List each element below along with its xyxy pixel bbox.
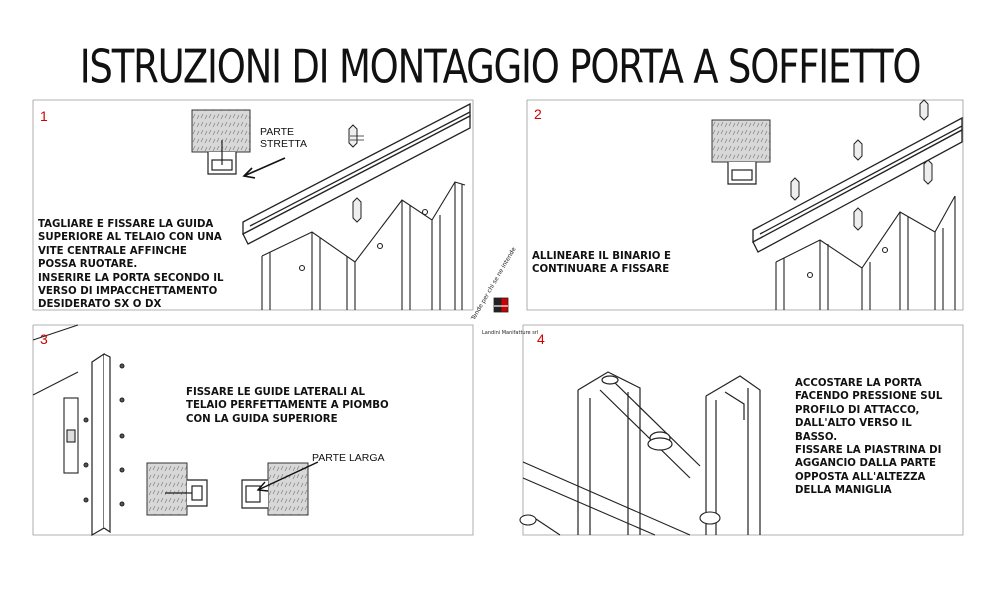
screw-1 <box>348 124 364 148</box>
panel-number-2: 2 <box>534 106 542 122</box>
rail-profile-3b <box>241 479 268 509</box>
wall-edge-3 <box>32 324 79 396</box>
screw-2 <box>352 197 362 223</box>
rail-profile-small-1 <box>207 140 237 175</box>
logo-company: Landini Manifatture srl <box>482 330 539 336</box>
screws-2 <box>790 99 933 231</box>
wood-block-1 <box>191 109 251 153</box>
wood-block-2 <box>711 119 771 163</box>
page-title: ISTRUZIONI DI MONTAGGIO PORTA A SOFFIETT… <box>79 40 922 94</box>
bottom-panel-4 <box>519 461 721 536</box>
panel-1-instructions: TAGLIARE E FISSARE LA GUIDA SUPERIORE AL… <box>38 219 224 311</box>
hinge-knob-4 <box>647 431 673 451</box>
arrow-parte-larga <box>256 461 319 492</box>
wood-block-3b <box>267 462 309 516</box>
rail-profile-small-2 <box>727 162 757 185</box>
screws-3 <box>83 363 125 507</box>
top-rail-1 <box>242 102 471 245</box>
panel-frame-3 <box>32 324 474 536</box>
folding-door-1 <box>261 181 466 310</box>
rail-profile-3a <box>165 479 208 507</box>
arrow-parte-stretta <box>242 157 286 179</box>
folding-door-2 <box>775 195 956 310</box>
panel-frame-2 <box>526 99 964 311</box>
panel-number-1: 1 <box>40 108 48 124</box>
company-logo <box>493 297 509 313</box>
door-profile-4 <box>577 371 701 535</box>
panel-frame-4 <box>522 324 964 536</box>
panel-4-instructions: ACCOSTARE LA PORTA FACENDO PRESSIONE SUL… <box>795 378 943 497</box>
panel-frame-1 <box>32 99 474 311</box>
label-parte-stretta: PARTE STRETTA <box>260 126 308 150</box>
panel-number-3: 3 <box>40 331 48 347</box>
panel-number-4: 4 <box>537 331 545 347</box>
level-tool-3 <box>63 397 79 474</box>
top-rail-2 <box>752 116 963 253</box>
panel-3-instructions: FISSARE LE GUIDE LATERALI AL TELAIO PERF… <box>186 387 389 425</box>
label-parte-larga: PARTE LARGA <box>312 452 385 464</box>
wood-block-3a <box>146 462 188 516</box>
panel-2-instructions: ALLINEARE IL BINARIO E CONTINUARE A FISS… <box>532 251 671 276</box>
side-rail-3 <box>91 352 111 537</box>
attachment-profile-4 <box>705 375 761 535</box>
